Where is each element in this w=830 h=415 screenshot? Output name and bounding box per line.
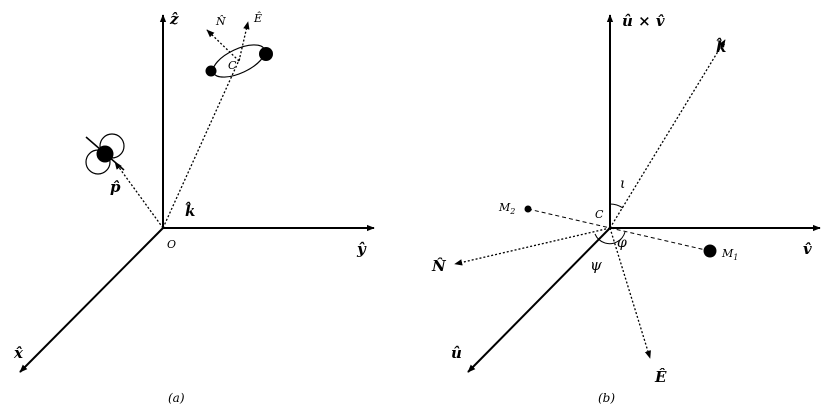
b-iota-label: ι [620,176,626,192]
a-k-label: k̂ [185,201,196,220]
b-u-label: û [451,344,462,362]
a-p-label: p̂ [110,178,121,196]
a-caption: (a) [168,391,185,405]
b-M2-label: M2 [498,201,515,216]
b-N-label: N̂ [431,257,447,275]
a-x-axis [19,227,164,373]
b-caption: (b) [598,391,615,405]
b-iota-arc [609,203,624,209]
b-E-vector [609,227,651,359]
a-N-label: N̂ [215,15,226,28]
b-M1-label: M1 [721,247,738,262]
b-psi-label: ψ [590,256,602,274]
panel-a: ẑ ŷ x̂ O k̂ p̂ N̂ Ê C (a) [13,10,375,405]
b-mass-M1 [703,244,717,258]
b-N-vector [454,227,611,266]
panel-b: û × v̂ v̂ û k̂ N̂ Ê C ι φ ψ M1 M2 (b) [431,12,821,405]
a-pulsar [85,133,125,175]
a-center-label: C [228,59,237,72]
svg-text:M2: M2 [498,201,515,216]
a-z-label: ẑ [169,10,179,28]
b-k-vector [609,39,726,229]
b-E-label: Ê [654,368,667,386]
a-origin-label: O [167,238,176,251]
b-u-axis [467,227,611,373]
b-mass-line [527,208,711,252]
b-center-label: C [595,208,604,221]
b-v-label: v̂ [803,240,812,258]
b-mass-M2 [524,205,532,213]
b-phi-arc [604,231,626,245]
b-phi-label: φ [617,235,627,251]
b-uxv-label: û × v̂ [622,12,665,30]
b-psi-arc [594,233,606,244]
a-p-vector [114,161,164,229]
a-y-label: ŷ [356,240,367,258]
a-k-vector [162,57,241,229]
svg-text:M1: M1 [721,247,738,262]
a-binary-mass-small [205,65,217,77]
a-binary-mass-large [259,47,273,61]
a-x-label: x̂ [13,344,24,362]
a-E-vector [238,21,250,62]
a-N-vector [206,29,240,62]
b-k-label: k̂ [716,37,727,56]
a-E-label: Ê [253,11,262,25]
